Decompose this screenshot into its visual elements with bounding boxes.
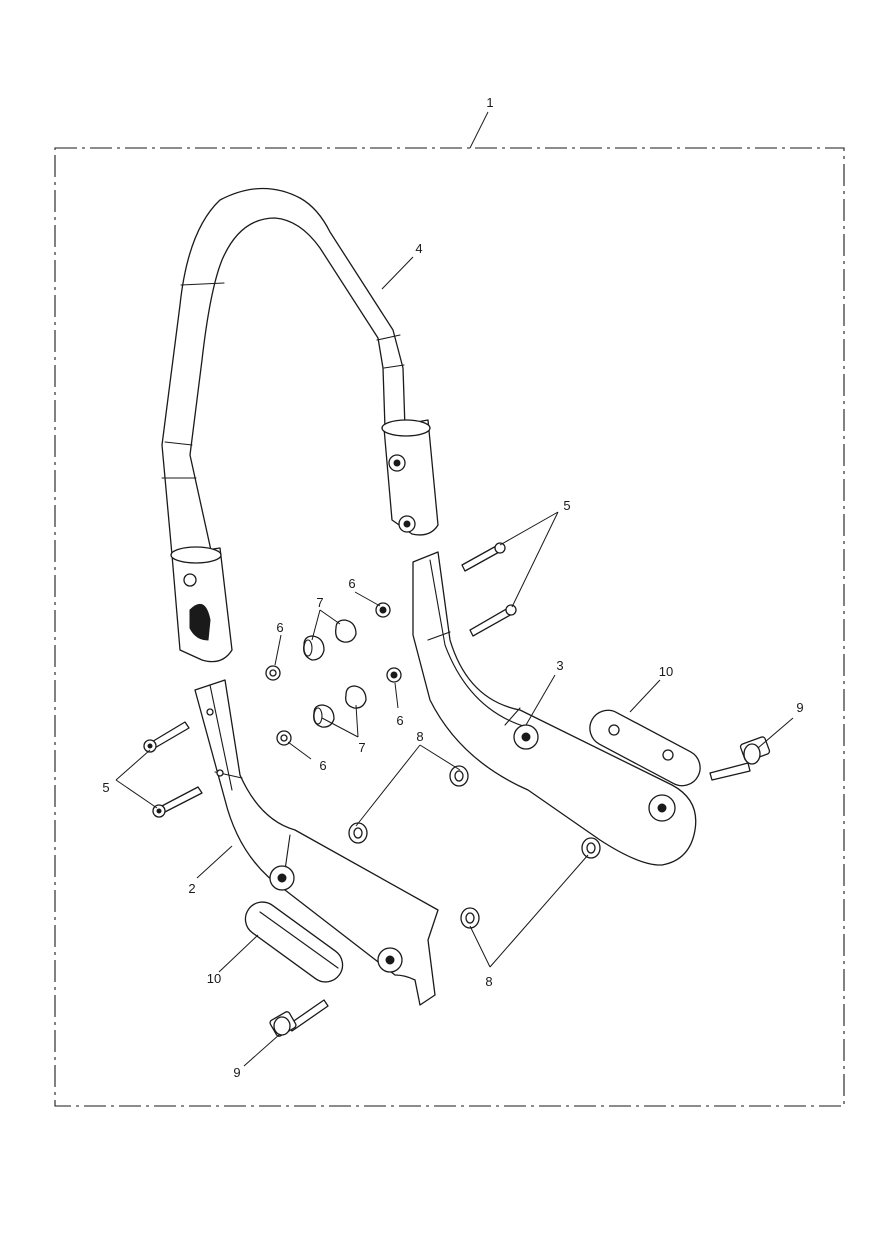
spacer (460, 907, 480, 929)
pad-right-hole (608, 724, 620, 736)
left-plate-hole-front-bore (277, 873, 287, 883)
pad-left-body (244, 901, 344, 983)
callout-5: 5 (563, 498, 570, 513)
right-plate-hole-front-bore (521, 732, 531, 742)
callout-7: 7 (316, 595, 323, 610)
left-plate-hole-small (216, 769, 224, 777)
right-plate-body (412, 551, 697, 866)
nut (386, 667, 402, 683)
hoop-bend-line (376, 334, 401, 341)
bolt-long (461, 542, 506, 572)
hoop-bend-line (383, 364, 405, 369)
bolt-long (152, 786, 203, 818)
bolt-long (469, 604, 517, 637)
callout-1: 1 (486, 95, 493, 110)
right-plate-bend-line (427, 631, 451, 641)
right-plate-hole-rear-bore (657, 803, 667, 813)
nut (276, 730, 292, 746)
side-plate-left (194, 679, 439, 1006)
hoop-left-slot (189, 603, 211, 641)
cap (345, 685, 367, 709)
spacer (348, 822, 368, 844)
pad-left (244, 901, 344, 983)
callout-3: 3 (556, 658, 563, 673)
callout-10: 10 (207, 971, 221, 986)
hoop-right-collar (381, 419, 431, 437)
nut (375, 602, 391, 618)
spacer (581, 837, 601, 859)
callout-5: 5 (102, 780, 109, 795)
hoop-bend-line (180, 282, 225, 286)
callout-9: 9 (233, 1065, 240, 1080)
kit-boundary-frame (54, 147, 845, 1107)
callout-10: 10 (659, 664, 673, 679)
callout-6: 6 (396, 713, 403, 728)
nut (265, 665, 281, 681)
left-plate-body (194, 679, 439, 1006)
hoop-left-hole (183, 573, 197, 587)
callout-8: 8 (485, 974, 492, 989)
cap (313, 704, 335, 728)
callout-7: 7 (358, 740, 365, 755)
left-plate-bend-line (284, 834, 291, 871)
left-plate-flange (209, 684, 233, 791)
left-plate-hole-rear-bore (385, 955, 395, 965)
right-plate-bend-line (504, 707, 521, 726)
left-plate-hole-upper (206, 708, 214, 716)
callout-6: 6 (276, 620, 283, 635)
callout-9: 9 (796, 700, 803, 715)
side-plate-right (412, 551, 697, 866)
callout-4: 4 (415, 241, 422, 256)
pad-left-edge (259, 911, 339, 969)
bolt-flange (709, 736, 771, 781)
bolt-flange (269, 999, 329, 1037)
hoop-right-hole-lower-bore (403, 520, 411, 528)
leader-lines (115, 111, 794, 1067)
cap (335, 619, 357, 643)
pad-right (589, 709, 701, 787)
callout-6: 6 (348, 576, 355, 591)
hoop-bend-line (164, 441, 193, 446)
cap (303, 635, 325, 661)
hoop-right-hole-upper-bore (393, 459, 401, 467)
bolt-long (143, 721, 190, 753)
callout-2: 2 (188, 881, 195, 896)
callout-6: 6 (319, 758, 326, 773)
hoop-tube (161, 187, 406, 556)
hoop-left-collar (170, 546, 222, 564)
hoop-right-bracket (383, 419, 439, 536)
pad-right-hole (662, 749, 674, 761)
spacer (449, 765, 469, 787)
right-plate-flange (429, 559, 531, 729)
backrest-hoop (161, 187, 439, 663)
callout-8: 8 (416, 729, 423, 744)
